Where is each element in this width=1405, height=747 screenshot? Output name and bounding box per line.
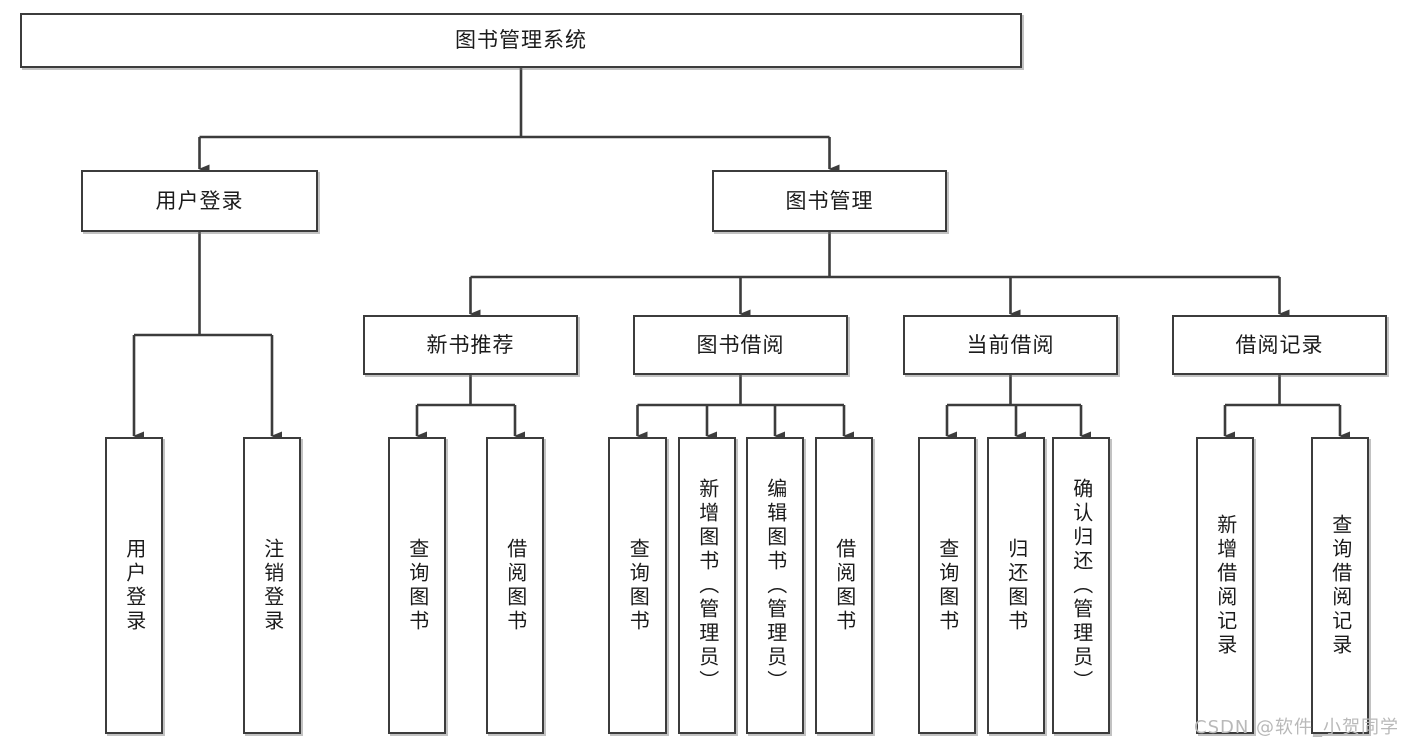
leaf-query-book-recommend[interactable]: 查询图书 — [388, 437, 446, 734]
node-label: 用户登录 — [155, 188, 244, 213]
leaf-add-borrow-record[interactable]: 新增借阅记录 — [1196, 437, 1254, 734]
node-label: 图书借阅 — [696, 332, 785, 357]
node-user-login[interactable]: 用户登录 — [81, 170, 318, 232]
node-label: 确认归还（管理员） — [1069, 477, 1094, 694]
node-label: 注销登录 — [260, 537, 285, 634]
leaf-user-logout[interactable]: 注销登录 — [243, 437, 301, 734]
leaf-borrow-book-borrow[interactable]: 借阅图书 — [815, 437, 873, 734]
node-book-borrow[interactable]: 图书借阅 — [633, 315, 848, 375]
node-label: 新增图书（管理员） — [695, 477, 720, 694]
node-label: 归还图书 — [1004, 537, 1029, 634]
connector-lines — [132, 68, 1350, 441]
leaf-edit-book-admin[interactable]: 编辑图书（管理员） — [746, 437, 804, 734]
leaf-query-book-current[interactable]: 查询图书 — [918, 437, 976, 734]
leaf-query-borrow-record[interactable]: 查询借阅记录 — [1311, 437, 1369, 734]
node-label: 借阅图书 — [832, 537, 857, 634]
leaf-borrow-book-recommend[interactable]: 借阅图书 — [486, 437, 544, 734]
node-label: 查询图书 — [626, 537, 651, 634]
leaf-user-login[interactable]: 用户登录 — [105, 437, 163, 734]
node-new-book-recommend[interactable]: 新书推荐 — [363, 315, 578, 375]
node-label: 借阅图书 — [503, 537, 528, 634]
node-label: 新增借阅记录 — [1213, 513, 1238, 658]
node-label: 图书管理系统 — [455, 28, 587, 53]
node-label: 用户登录 — [122, 537, 147, 634]
leaf-query-book-borrow[interactable]: 查询图书 — [608, 437, 667, 734]
leaf-add-book-admin[interactable]: 新增图书（管理员） — [678, 437, 736, 734]
node-label: 编辑图书（管理员） — [763, 477, 788, 694]
node-borrow-record[interactable]: 借阅记录 — [1172, 315, 1387, 375]
node-label: 查询借阅记录 — [1328, 513, 1353, 658]
node-label: 当前借阅 — [966, 332, 1055, 357]
leaf-confirm-return-admin[interactable]: 确认归还（管理员） — [1052, 437, 1110, 734]
node-label: 查询图书 — [405, 537, 430, 634]
node-label: 查询图书 — [935, 537, 960, 634]
node-label: 图书管理 — [785, 188, 874, 213]
node-label: 新书推荐 — [426, 332, 515, 357]
node-label: 借阅记录 — [1235, 332, 1324, 357]
node-root-book-management-system[interactable]: 图书管理系统 — [20, 13, 1022, 68]
node-book-management[interactable]: 图书管理 — [712, 170, 947, 232]
leaf-return-book[interactable]: 归还图书 — [987, 437, 1045, 734]
node-current-borrow[interactable]: 当前借阅 — [903, 315, 1118, 375]
